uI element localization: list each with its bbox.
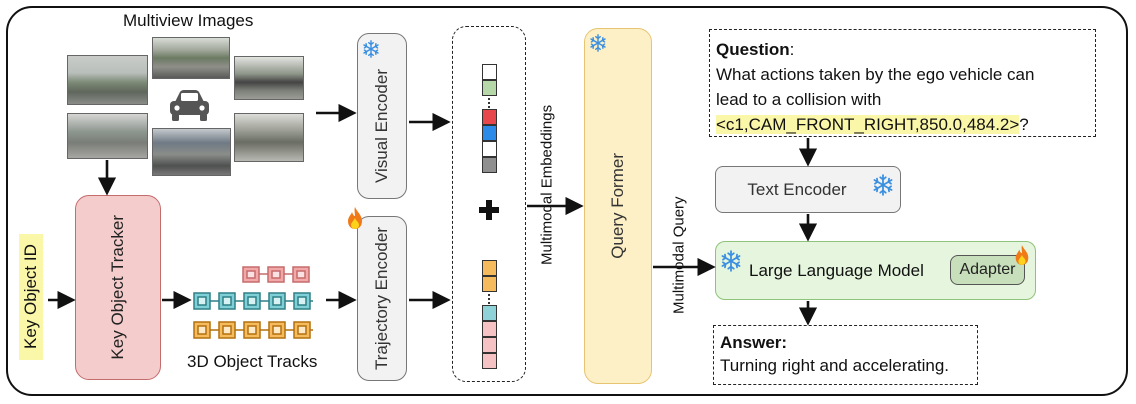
diagram-frame <box>6 6 1128 396</box>
key-object-tracker-box: Key Object Tracker <box>75 195 161 380</box>
text-encoder-label: Text Encoder <box>747 179 847 199</box>
camera-image-front <box>152 37 230 79</box>
ellipsis-dots <box>488 294 492 304</box>
plus-icon <box>479 200 499 220</box>
object-reference-highlight: <c1,CAM_FRONT_RIGHT,850.0,484.2> <box>716 115 1020 134</box>
query-former-box: Query Former <box>584 28 652 384</box>
question-line-2: lead to a collision with <box>716 90 882 109</box>
camera-image-front-right <box>234 56 304 100</box>
answer-heading: Answer: <box>720 333 788 352</box>
answer-box: Answer: Turning right and accelerating. <box>713 325 978 385</box>
multiview-images-label: Multiview Images <box>123 11 254 30</box>
question-line-1: What actions taken by the ego vehicle ca… <box>716 65 1035 84</box>
track-teal <box>193 292 313 310</box>
camera-image-back <box>152 128 231 176</box>
adapter-box: Adapter <box>950 255 1025 285</box>
adapter-label: Adapter <box>959 261 1016 278</box>
object-tracks-label: 3D Object Tracks <box>187 352 318 371</box>
embedding-cell <box>482 353 497 369</box>
embedding-cell <box>482 109 497 125</box>
camera-image-back-right <box>234 113 304 162</box>
trajectory-encoder-box: Trajectory Encoder <box>357 216 407 381</box>
embeddings-container <box>452 26 526 382</box>
track-orange <box>193 321 313 339</box>
answer-text: Turning right and accelerating. <box>720 356 950 375</box>
embedding-cell <box>482 260 497 276</box>
embedding-cell <box>482 305 497 321</box>
llm-label: Large Language Model <box>749 261 924 280</box>
track-red <box>242 266 310 283</box>
question-box: Question: What actions taken by the ego … <box>709 29 1096 137</box>
question-suffix: ? <box>1019 115 1029 134</box>
embedding-cell <box>482 276 497 292</box>
question-heading: Question <box>716 40 790 59</box>
visual-encoder-box: Visual Encoder <box>357 33 407 199</box>
embedding-cell <box>482 141 497 157</box>
ellipsis-dots <box>488 98 492 108</box>
embedding-cell <box>482 80 497 96</box>
visual-embedding-stack <box>482 64 497 174</box>
embedding-cell <box>482 321 497 337</box>
camera-image-back-left <box>67 113 148 159</box>
embedding-cell <box>482 157 497 173</box>
trajectory-embedding-stack <box>482 260 497 370</box>
embedding-cell <box>482 64 497 80</box>
embedding-cell <box>482 125 497 141</box>
camera-image-front-left <box>67 55 148 105</box>
object-tracks-graphic <box>193 266 313 339</box>
car-icon <box>170 90 209 121</box>
embedding-cell <box>482 337 497 353</box>
